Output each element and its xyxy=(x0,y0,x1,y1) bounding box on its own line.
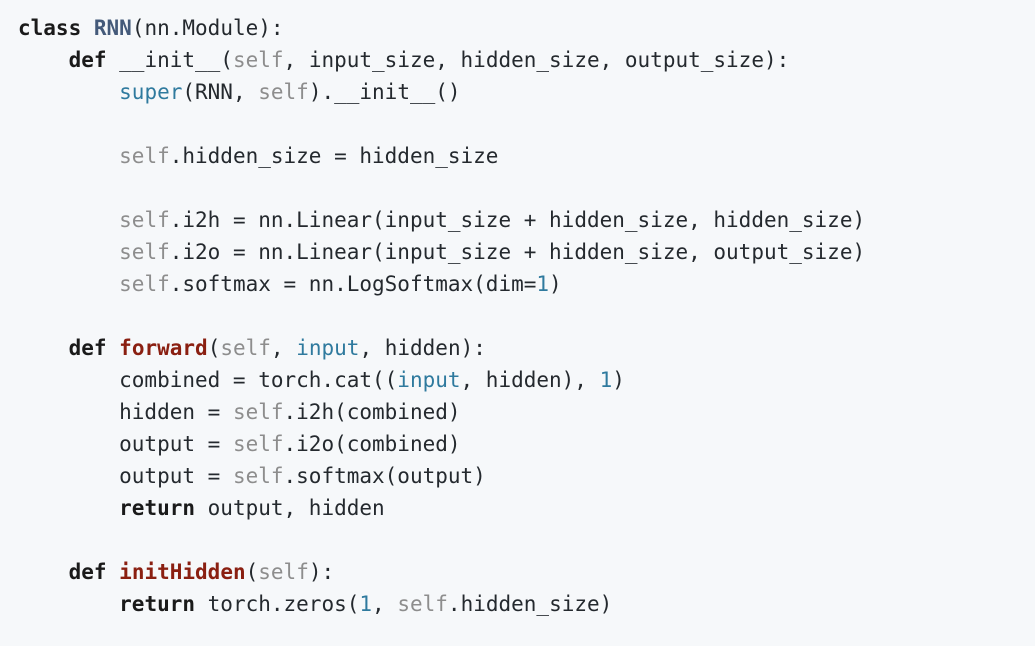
code-line: combined = torch.cat((input, hidden), 1) xyxy=(18,364,1035,396)
code-line xyxy=(18,300,1035,332)
code-line: return output, hidden xyxy=(18,492,1035,524)
code-text: , input_size, hidden_size, output_size): xyxy=(283,48,790,72)
self-token: self xyxy=(232,48,284,72)
self-token: self xyxy=(220,336,271,360)
code-text xyxy=(18,336,69,360)
code-text xyxy=(18,272,119,296)
code-text: , hidden): xyxy=(359,336,486,360)
self-token: self xyxy=(119,144,170,168)
code-text: (RNN, xyxy=(182,80,259,104)
code-text: .i2o(combined) xyxy=(283,432,461,456)
number-token: 1 xyxy=(599,368,613,392)
function-name-token: forward xyxy=(119,336,208,360)
code-text xyxy=(18,208,119,232)
keyword-token: def xyxy=(68,560,107,584)
keyword-token: class xyxy=(18,16,82,40)
code-text: .i2h(combined) xyxy=(283,400,461,424)
self-token: self xyxy=(232,464,284,488)
code-line: self.i2o = nn.Linear(input_size + hidden… xyxy=(18,236,1035,268)
self-token: self xyxy=(119,272,170,296)
code-line: def __init__(self, input_size, hidden_si… xyxy=(18,44,1035,76)
code-text: .hidden_size = hidden_size xyxy=(169,144,499,168)
code-line: def forward(self, input, hidden): xyxy=(18,332,1035,364)
number-token: 1 xyxy=(536,272,550,296)
code-text: .softmax = nn.LogSoftmax(dim= xyxy=(169,272,537,296)
code-text: , xyxy=(270,336,297,360)
code-text: , xyxy=(372,592,398,616)
code-line: super(RNN, self).__init__() xyxy=(18,76,1035,108)
builtin-token: super xyxy=(119,80,183,104)
code-text: .i2h = nn.Linear(input_size + hidden_siz… xyxy=(169,208,866,232)
code-line: output = self.i2o(combined) xyxy=(18,428,1035,460)
code-line: self.i2h = nn.Linear(input_size + hidden… xyxy=(18,204,1035,236)
keyword-token: return xyxy=(119,592,196,616)
class-name-token: RNN xyxy=(93,16,132,40)
code-text: __init__( xyxy=(106,48,233,72)
code-line: return torch.zeros(1, self.hidden_size) xyxy=(18,588,1035,620)
code-text xyxy=(18,80,119,104)
code-line: def initHidden(self): xyxy=(18,556,1035,588)
code-text: combined = torch.cat(( xyxy=(18,368,398,392)
code-text xyxy=(18,48,69,72)
code-text xyxy=(18,560,69,584)
number-token: 1 xyxy=(359,592,373,616)
code-line xyxy=(18,108,1035,140)
code-text: ( xyxy=(245,560,259,584)
keyword-token: def xyxy=(68,48,107,72)
code-text xyxy=(18,144,119,168)
code-text xyxy=(81,16,94,40)
code-line xyxy=(18,172,1035,204)
keyword-token: return xyxy=(119,496,196,520)
code-text: ) xyxy=(549,272,562,296)
code-text: .softmax(output) xyxy=(283,464,486,488)
code-text xyxy=(107,336,120,360)
self-token: self xyxy=(258,80,309,104)
self-token: self xyxy=(119,240,170,264)
code-line: hidden = self.i2h(combined) xyxy=(18,396,1035,428)
builtin-token: input xyxy=(397,368,461,392)
code-text: .i2o = nn.Linear(input_size + hidden_siz… xyxy=(169,240,866,264)
code-text: ).__init__() xyxy=(308,80,461,104)
code-text xyxy=(107,560,120,584)
code-text: output = xyxy=(18,432,233,456)
self-token: self xyxy=(258,560,309,584)
code-text: ): xyxy=(308,560,335,584)
code-line: self.softmax = nn.LogSoftmax(dim=1) xyxy=(18,268,1035,300)
code-line: class RNN(nn.Module): xyxy=(18,12,1035,44)
code-line: self.hidden_size = hidden_size xyxy=(18,140,1035,172)
self-token: self xyxy=(232,432,284,456)
self-token: self xyxy=(119,208,170,232)
code-text: (nn.Module): xyxy=(131,16,284,40)
keyword-token: def xyxy=(68,336,107,360)
code-text: ) xyxy=(612,368,625,392)
code-line: output = self.softmax(output) xyxy=(18,460,1035,492)
builtin-token: input xyxy=(296,336,360,360)
code-text: .hidden_size) xyxy=(447,592,613,616)
code-text: hidden = xyxy=(18,400,233,424)
code-text xyxy=(18,496,119,520)
code-text: ( xyxy=(207,336,221,360)
code-text xyxy=(18,240,119,264)
code-text: torch.zeros( xyxy=(195,592,360,616)
code-text xyxy=(18,592,119,616)
function-name-token: initHidden xyxy=(119,560,246,584)
code-text: , hidden), xyxy=(460,368,600,392)
code-text: output, hidden xyxy=(195,496,385,520)
self-token: self xyxy=(397,592,448,616)
code-line xyxy=(18,524,1035,556)
code-text: output = xyxy=(18,464,233,488)
self-token: self xyxy=(232,400,284,424)
